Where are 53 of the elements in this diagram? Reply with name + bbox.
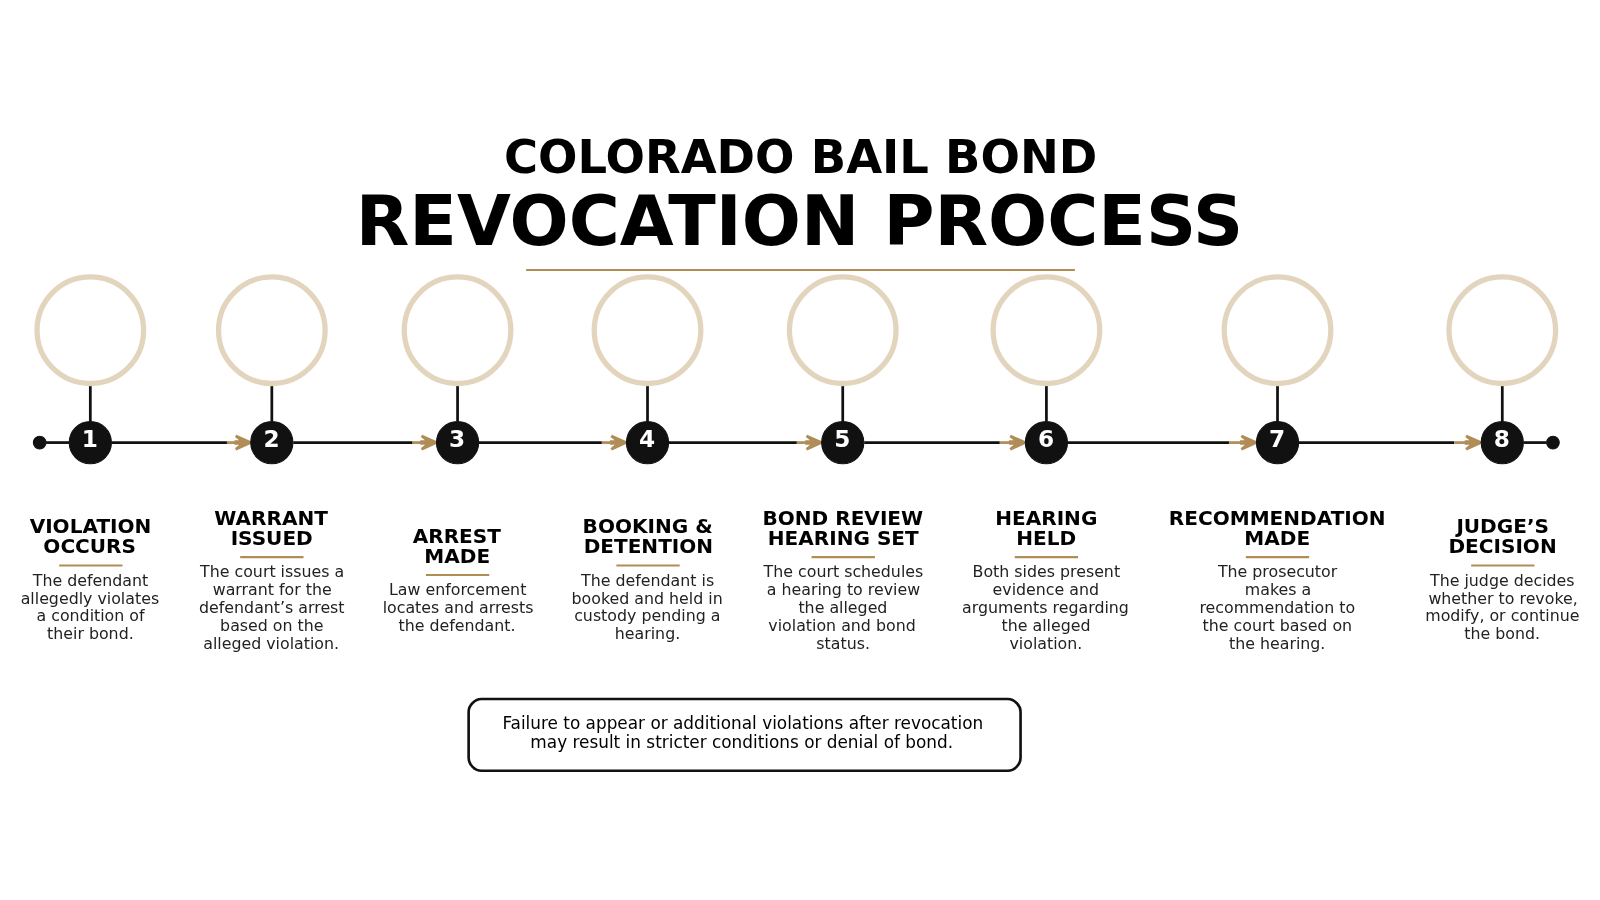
node-label: JUDGE’S DECISION: [1448, 513, 1557, 558]
connector: [88, 383, 92, 421]
node-circle: 7: [1255, 420, 1300, 464]
connector: [270, 383, 274, 421]
node-circle: 5: [821, 420, 865, 464]
node-label: VIOLATION OCCURS: [29, 513, 152, 558]
connector: [46, 440, 70, 444]
node-dot: [32, 435, 47, 449]
node-circle: [990, 273, 1103, 386]
arrow: [668, 434, 823, 451]
arrow: [1067, 434, 1258, 451]
node-label: Law enforcement locates and arrests the defendant.: [382, 579, 534, 635]
arrow: [478, 434, 628, 451]
node-dot: [1546, 435, 1560, 449]
node-circle: [34, 273, 147, 386]
connector: [646, 383, 649, 421]
node-label: The judge decides whether to revoke, modify, or continue the bond.: [1425, 570, 1580, 643]
node-circle: [215, 273, 328, 386]
node-label: The court issues a warrant for the defendant’s arrest based on the alleged violation.: [199, 561, 345, 653]
node-circle: 1: [68, 420, 112, 464]
node-label: BOND REVIEW HEARING SET: [762, 505, 924, 550]
arrow: [111, 434, 252, 451]
node-circle: [1221, 273, 1334, 386]
connector: [1276, 383, 1279, 421]
node-label: Both sides present evidence and arguments regarding the alleged violation.: [961, 561, 1129, 653]
node-circle: 8: [1480, 420, 1524, 464]
node-box: Failure to appear or additional violations after revocation may result in stricter conditions or denial of bond.: [467, 697, 1022, 772]
node-label: BOOKING & DETENTION: [582, 513, 714, 558]
node-label: The court schedules a hearing to review the alleged violation and bond status.: [763, 561, 924, 653]
connector: [1523, 440, 1547, 444]
node-label: The defendant is booked and held in custody pending a hearing.: [571, 570, 723, 643]
diagram-title: COLORADO BAIL BOND REVOCATION PROCESS: [355, 129, 1244, 261]
node-circle: [401, 273, 514, 386]
connector: [456, 383, 459, 421]
node-circle: 4: [625, 420, 670, 464]
node-circle: 6: [1024, 420, 1069, 464]
arrow: [1299, 434, 1483, 451]
node-label: The defendant allegedly violates a condition of their bond.: [20, 570, 160, 643]
node-label: The prosecutor makes a recommendation to the court based on the hearing.: [1199, 561, 1356, 653]
node-circle: [591, 273, 704, 386]
node-label: ARREST MADE: [412, 523, 501, 568]
connector: [841, 383, 845, 421]
arrow: [293, 434, 438, 451]
node-circle: 2: [250, 420, 294, 464]
node-label: HEARING HELD: [995, 505, 1098, 550]
connector: [1500, 383, 1504, 421]
node-label: WARRANT ISSUED: [214, 505, 328, 550]
arrow: [864, 434, 1027, 451]
node-label: RECOMMENDATION MADE: [1168, 505, 1386, 550]
node-circle: [1446, 273, 1559, 386]
node-circle: [786, 273, 899, 386]
node-circle: 3: [435, 420, 480, 464]
connector: [1045, 383, 1048, 421]
